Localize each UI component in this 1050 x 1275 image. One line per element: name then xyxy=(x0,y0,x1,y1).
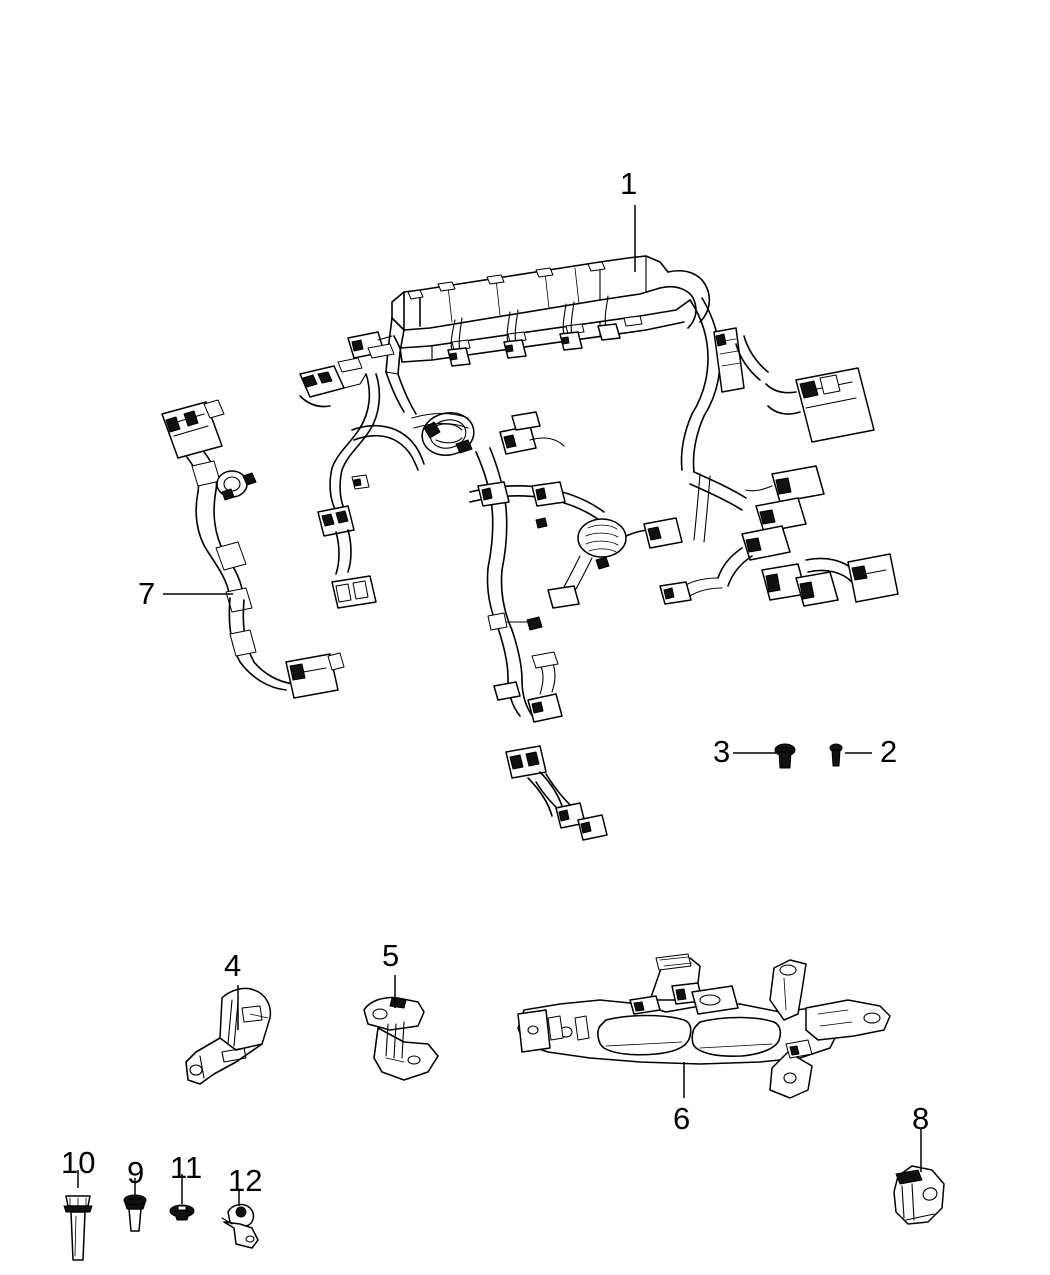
part-1-engine-wiring-harness xyxy=(299,255,899,841)
part-7-battery-cable-harness xyxy=(161,399,345,699)
callout-number-11: 11 xyxy=(170,1150,203,1185)
left-connector-block xyxy=(299,357,367,408)
injector-connectors xyxy=(447,295,621,367)
part-5-harness-bracket xyxy=(363,996,439,1081)
callout-number-3: 3 xyxy=(713,734,731,769)
harness-right-branch xyxy=(659,297,899,607)
part-2-push-pin-fastener xyxy=(829,743,843,767)
callout-number-8: 8 xyxy=(912,1101,930,1136)
part-12-wire-retainer-clip xyxy=(221,1203,259,1249)
harness-grommet xyxy=(421,412,475,456)
harness-upper-rail xyxy=(385,255,711,375)
harness-center-cluster xyxy=(469,481,683,609)
part-11-push-nut xyxy=(169,1204,195,1221)
callout-number-4: 4 xyxy=(224,948,242,983)
part-10-flange-bolt xyxy=(63,1195,93,1261)
callout-leader-lines xyxy=(77,205,922,1206)
callout-number-12: 12 xyxy=(228,1163,263,1198)
part-8-harness-clip-bracket xyxy=(893,1165,945,1225)
callout-number-9: 9 xyxy=(127,1155,145,1190)
callout-number-1: 1 xyxy=(620,166,638,201)
part-3-push-pin-fastener xyxy=(774,743,796,769)
part-9-screw xyxy=(123,1194,147,1232)
callout-number-6: 6 xyxy=(673,1101,691,1136)
harness-left-branch xyxy=(317,371,425,609)
callout-number-10: 10 xyxy=(61,1145,96,1180)
harness-mid-connectors xyxy=(411,411,565,455)
harness-center-branch xyxy=(475,447,608,841)
part-4-harness-bracket xyxy=(185,987,272,1085)
callout-number-2: 2 xyxy=(880,734,898,769)
callout-number-5: 5 xyxy=(382,938,400,973)
harness-upper-left-connectors xyxy=(347,331,395,359)
part-6-harness-support-bracket xyxy=(517,953,891,1099)
callout-number-7: 7 xyxy=(138,576,156,611)
